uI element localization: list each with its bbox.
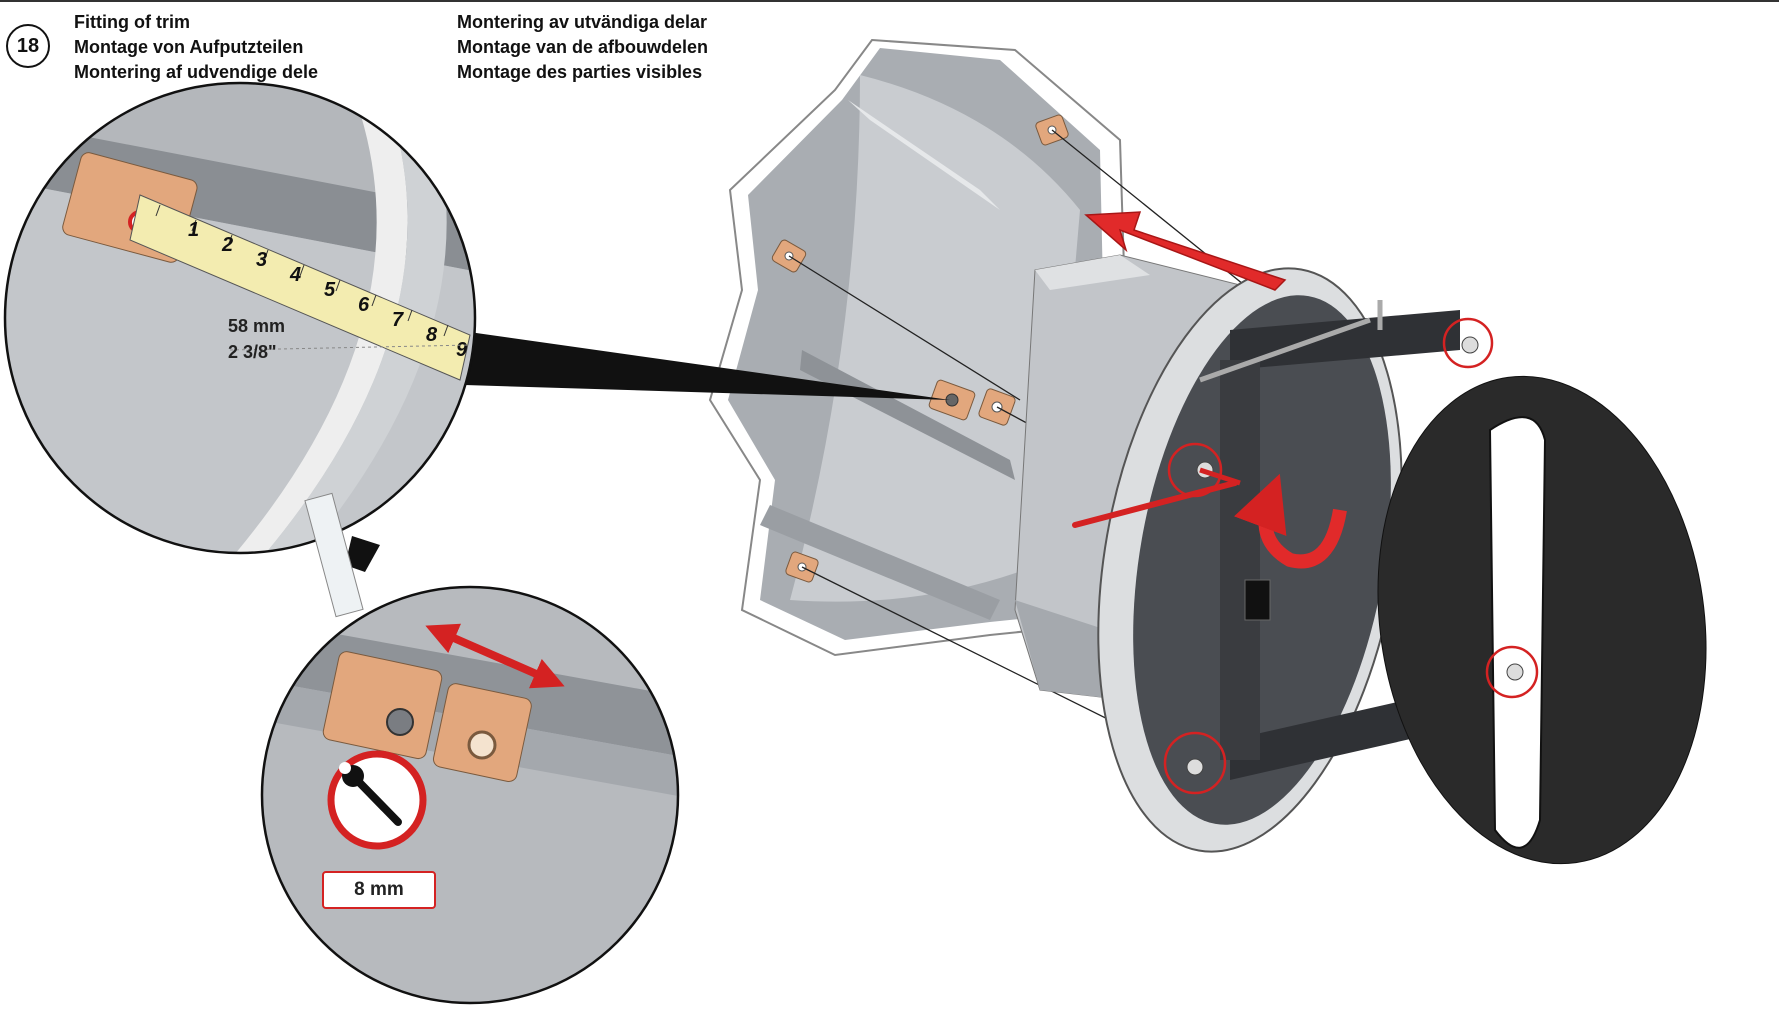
tape-number-8: 8 — [426, 324, 438, 346]
title-column-right: Montering av utvändiga delar Montage van… — [457, 10, 708, 85]
tape-number-9: 9 — [456, 339, 468, 361]
magnifier-bracket — [260, 492, 680, 1005]
title-english: Fitting of trim — [74, 12, 190, 32]
tape-number-6: 6 — [358, 294, 370, 316]
callout-connector-top — [455, 330, 950, 400]
slide-double-arrow — [425, 623, 565, 689]
callout-connector-bottom — [345, 536, 380, 572]
wrench-icon — [339, 762, 402, 826]
title-danish: Montering af udvendige dele — [74, 62, 319, 82]
tape-number-2: 2 — [221, 234, 233, 256]
magnifier-tape-measure: 1 2 3 4 5 6 7 8 9 — [3, 81, 477, 555]
highlight-screw-4 — [1163, 731, 1227, 795]
rotate-arrow — [1233, 473, 1347, 569]
wall-bracket-middle — [928, 379, 1016, 426]
tape-number-5: 5 — [324, 279, 336, 301]
top-rule — [0, 0, 1779, 2]
title-french: Montage des parties visibles — [457, 62, 703, 82]
adjustment-lever — [1072, 467, 1241, 528]
title-dutch: Montage van de afbouwdelen — [457, 37, 709, 57]
highlight-screw-3 — [1485, 645, 1539, 699]
highlight-screw-1 — [1442, 317, 1494, 369]
tape-number-4: 4 — [289, 264, 301, 286]
insert-direction-arrow — [1084, 211, 1287, 291]
title-column-left: Fitting of trim Montage von Aufputzteile… — [74, 10, 318, 85]
tape-number-7: 7 — [392, 309, 404, 331]
damper-unit — [1014, 254, 1707, 865]
title-swedish: Montering av utvändiga delar — [457, 12, 708, 32]
step-number: 18 — [6, 24, 50, 68]
measure-metric: 58 mm — [228, 316, 286, 336]
wrench-size-label: 8 mm — [322, 871, 436, 909]
tape-number-1: 1 — [188, 219, 199, 241]
title-german: Montage von Aufputzteilen — [74, 37, 304, 57]
measure-imperial: 2 3/8" — [228, 342, 277, 362]
tape-number-3: 3 — [256, 249, 267, 271]
